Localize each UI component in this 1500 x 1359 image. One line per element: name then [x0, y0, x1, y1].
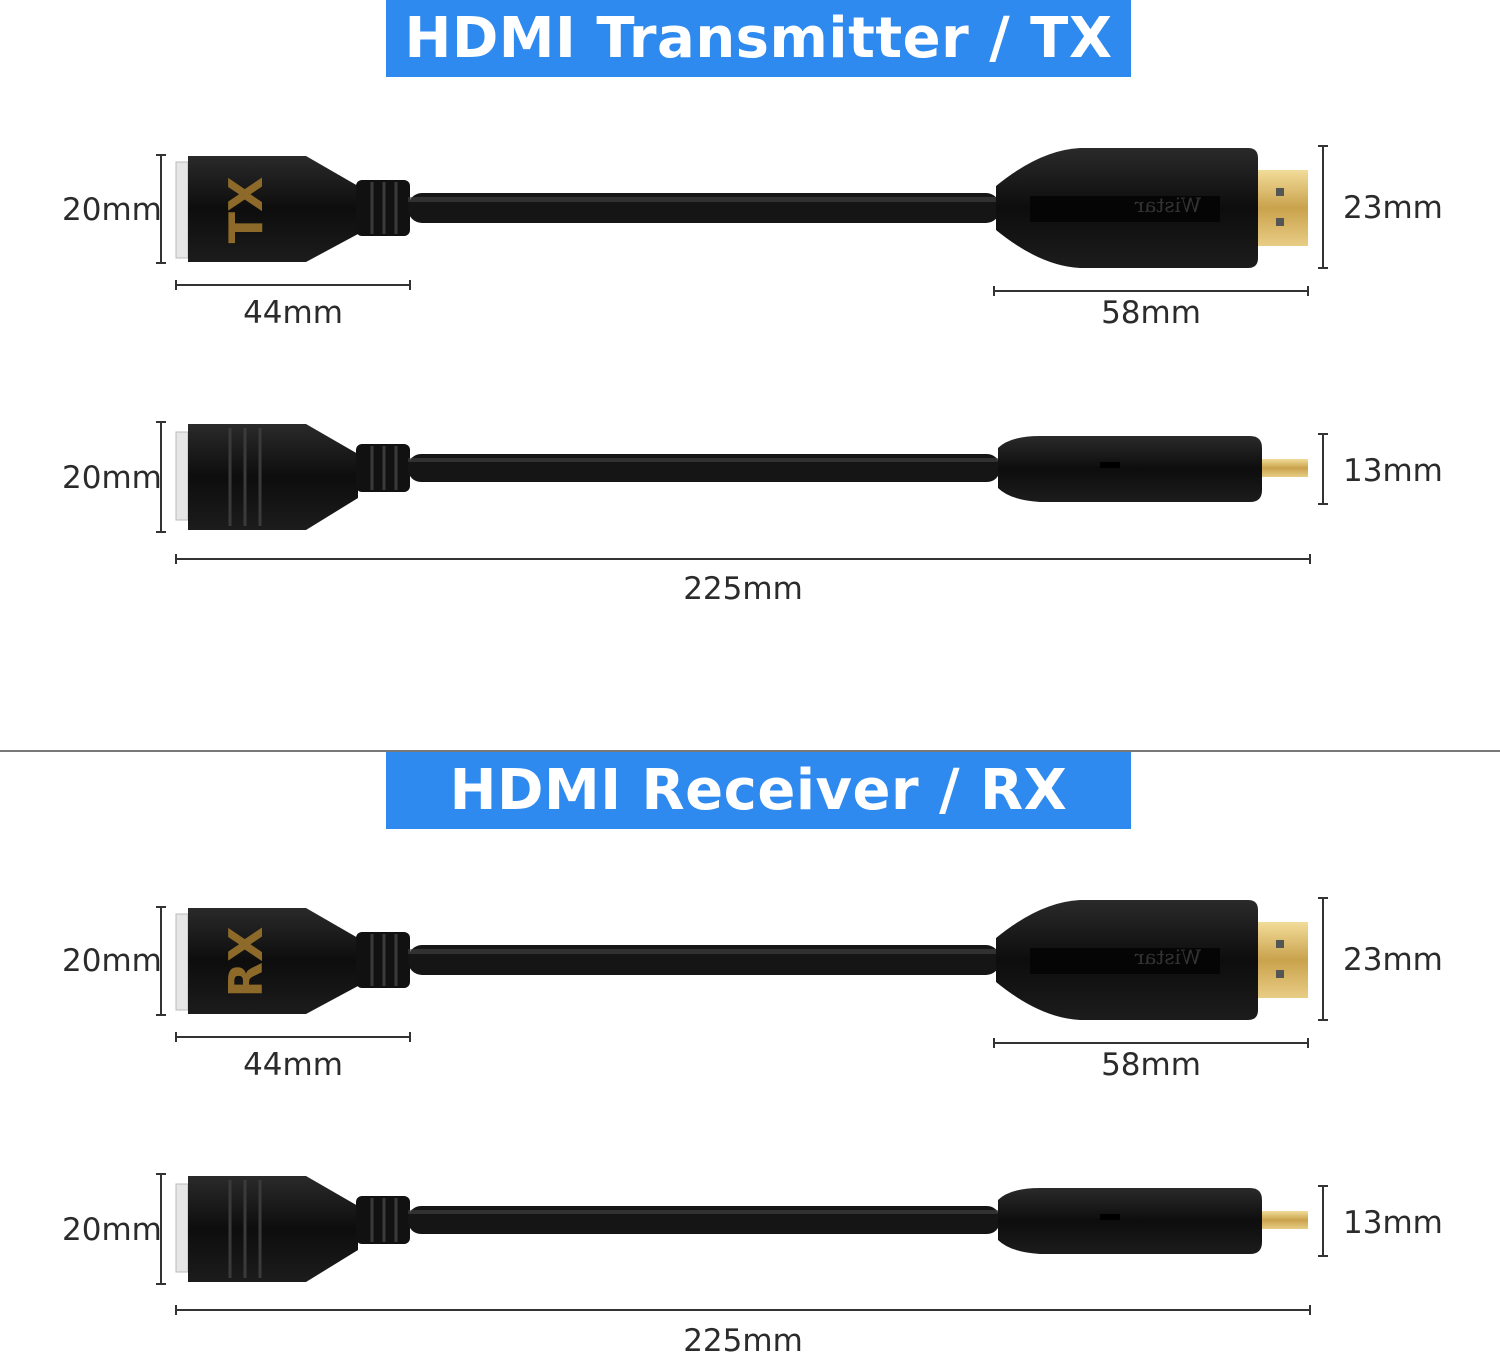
- tx-mini-height-right: 13mm: [1343, 453, 1443, 489]
- tx-full-width-left: 44mm: [243, 295, 343, 331]
- tx-mini-length: 225mm: [683, 571, 803, 607]
- transmitter-title: HDMI Transmitter / TX: [404, 6, 1113, 71]
- svg-text:Wistar: Wistar: [1134, 193, 1201, 217]
- rx-full-width-right: 58mm: [1101, 1047, 1201, 1083]
- tx-full-width-right: 58mm: [1101, 295, 1201, 331]
- tx-full-cable: TX Wistar: [156, 145, 1328, 296]
- rx-mini-length: 225mm: [683, 1323, 803, 1359]
- tx-mini-cable: [156, 421, 1328, 564]
- receiver-title: HDMI Receiver / RX: [449, 758, 1068, 823]
- svg-text:Wistar: Wistar: [1134, 945, 1201, 969]
- receiver-title-banner: HDMI Receiver / RX: [386, 752, 1131, 829]
- rx-mini-height-right: 13mm: [1343, 1205, 1443, 1241]
- tx-full-height-left: 20mm: [62, 192, 162, 228]
- rx-mini-cable: [156, 1173, 1328, 1315]
- rx-full-height-right: 23mm: [1343, 942, 1443, 978]
- transmitter-title-banner: HDMI Transmitter / TX: [386, 0, 1131, 77]
- tx-full-height-right: 23mm: [1343, 190, 1443, 226]
- section-divider: [0, 750, 1500, 752]
- rx-full-cable: RX Wistar: [156, 897, 1328, 1048]
- rx-housing-label: RX: [219, 927, 273, 998]
- rx-mini-height-left: 20mm: [62, 1212, 162, 1248]
- tx-mini-height-left: 20mm: [62, 460, 162, 496]
- rx-full-width-left: 44mm: [243, 1047, 343, 1083]
- rx-full-height-left: 20mm: [62, 943, 162, 979]
- tx-housing-label: TX: [219, 177, 273, 244]
